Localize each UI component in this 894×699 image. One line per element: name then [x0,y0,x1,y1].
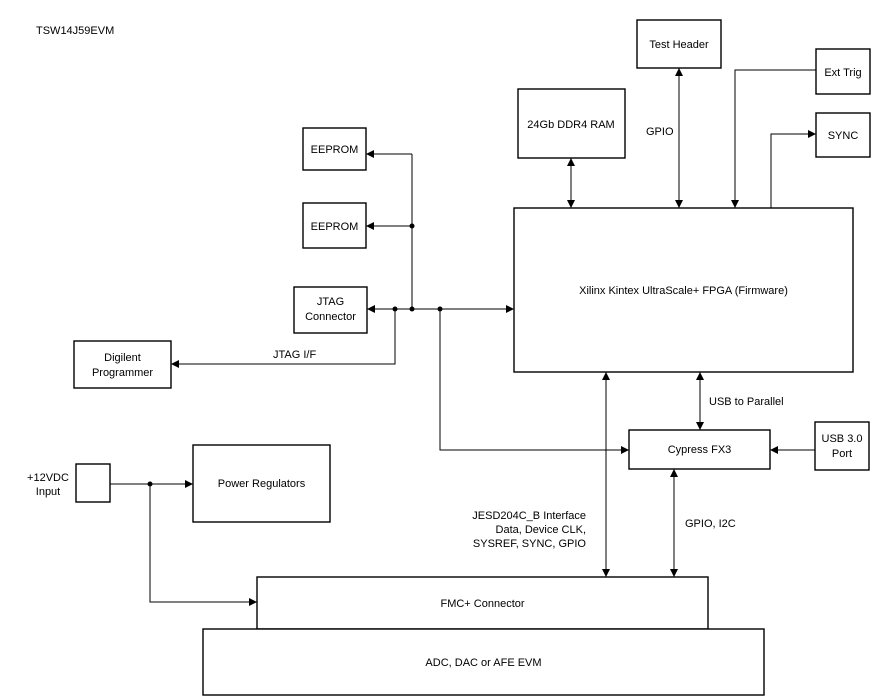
power-regulators-block: Power Regulators [192,444,331,523]
evm-block: ADC, DAC or AFE EVM [202,628,765,696]
junction-eeprom2 [409,223,415,229]
jesd-label-line1: JESD204C_B Interface [472,510,586,522]
eeprom-label-1: EEPROM [311,144,359,156]
junction-jtag-digilent [392,306,398,312]
jesd-label-line2: Data, Device CLK, [496,524,586,536]
digilent-programmer-block: Digilent Programmer [73,340,172,389]
cypress-fx3-block: Cypress FX3 [628,429,771,470]
fmc-connector-label: FMC+ Connector [440,598,524,610]
power-regulators-label: Power Regulators [218,478,306,490]
jtag-connector-block: JTAG Connector [293,286,368,334]
junction-power [147,481,153,487]
test-header-label: Test Header [649,39,709,51]
gpio-label: GPIO [646,126,674,138]
usb-port-block: USB 3.0 Port [814,421,870,471]
fpga-sync-link [770,130,816,208]
evm-label: ADC, DAC or AFE EVM [425,657,541,669]
eeprom-block-2: EEPROM [302,202,367,249]
jtag-label-line1: JTAG [317,296,344,308]
jtag-digilent-link [171,309,396,368]
jesd-label-line3: SYSREF, SYNC, GPIO [473,538,587,550]
usb-port-label-line1: USB 3.0 [822,433,863,445]
digilent-label-line2: Programmer [92,367,153,379]
digilent-label-line1: Digilent [104,352,141,364]
jtag-if-label: JTAG I/F [273,349,316,361]
ext-trig-block: Ext Trig [815,48,871,95]
ext-trig-label: Ext Trig [824,67,861,79]
power-input-label-line2: Input [36,486,60,498]
eeprom-block-1: EEPROM [302,127,367,171]
test-header-block: Test Header [636,19,722,69]
eeprom-label-2: EEPROM [311,221,359,233]
power-fmc-link [149,484,257,606]
sync-label: SYNC [828,130,859,142]
ext-trig-fpga-link [731,69,816,208]
usb-port-label-line2: Port [832,448,852,460]
ddr4-ram-block: 24Gb DDR4 RAM [517,88,626,159]
jtag-cypress-link [439,309,629,454]
junction-jtag-cypress [437,306,443,312]
usb-parallel-label: USB to Parallel [709,396,784,408]
fpga-block: Xilinx Kintex UltraScale+ FPGA (Firmware… [513,207,854,373]
junction-jtag-center [409,306,415,312]
power-input-block: +12VDC Input [27,463,111,503]
fmc-connector-block: FMC+ Connector [256,576,709,630]
cypress-fx3-label: Cypress FX3 [668,444,732,456]
ddr4-ram-label: 24Gb DDR4 RAM [527,119,614,131]
sync-block: SYNC [815,112,871,158]
fpga-label: Xilinx Kintex UltraScale+ FPGA (Firmware… [579,285,788,297]
diagram-title: TSW14J59EVM [36,25,114,37]
gpio-i2c-label: GPIO, I2C [685,518,736,530]
jtag-label-line2: Connector [305,311,356,323]
power-input-label-line1: +12VDC [27,472,69,484]
